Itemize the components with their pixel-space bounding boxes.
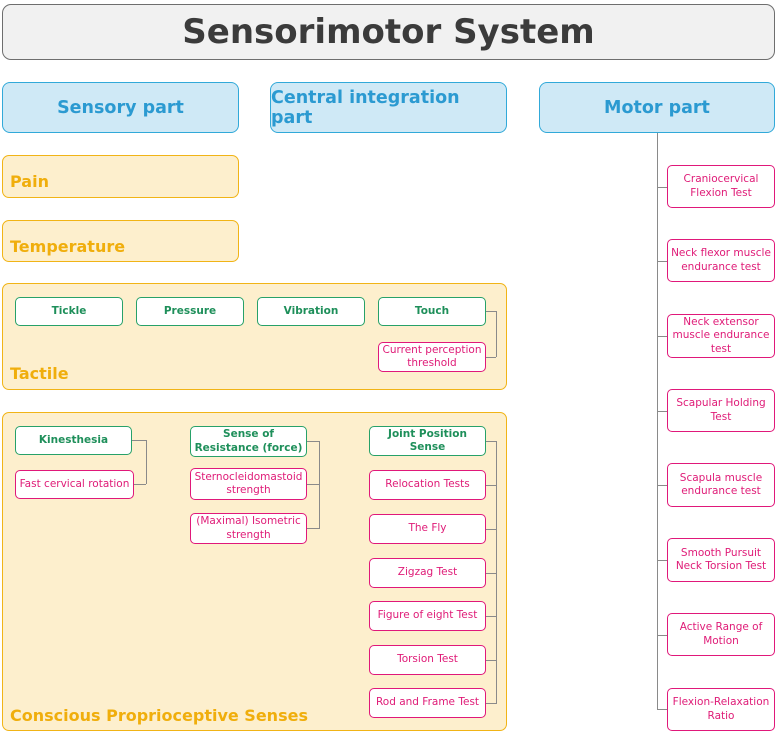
connector xyxy=(486,357,496,358)
category-pain: Pain xyxy=(2,155,239,198)
connector xyxy=(657,187,667,188)
connector xyxy=(486,441,496,442)
sense-joint-position: Joint Position Sense xyxy=(369,426,486,456)
connector xyxy=(657,485,667,486)
connector xyxy=(496,311,497,357)
connector xyxy=(307,441,319,442)
test-the-fly: The Fly xyxy=(369,514,486,544)
motor-tree-trunk xyxy=(657,133,658,710)
test-torsion: Torsion Test xyxy=(369,645,486,675)
motor-test-smooth-pursuit-neck-torsion: Smooth Pursuit Neck Torsion Test xyxy=(667,538,775,582)
header-central-integration-part: Central integration part xyxy=(270,82,507,133)
test-maximal-isometric-strength: (Maximal) Isometric strength xyxy=(190,513,307,544)
category-temperature: Temperature xyxy=(2,220,239,262)
connector xyxy=(146,440,147,484)
motor-test-neck-extensor-endurance: Neck extensor muscle endurance test xyxy=(667,314,775,358)
connector xyxy=(657,635,667,636)
test-relocation: Relocation Tests xyxy=(369,470,486,500)
connector xyxy=(132,440,146,441)
test-fast-cervical-rotation: Fast cervical rotation xyxy=(15,470,134,499)
connector xyxy=(657,336,667,337)
connector xyxy=(486,573,496,574)
connector xyxy=(657,560,667,561)
sense-touch: Touch xyxy=(378,297,486,326)
header-motor-part: Motor part xyxy=(539,82,775,133)
connector xyxy=(486,703,496,704)
sense-tickle: Tickle xyxy=(15,297,123,326)
category-pain-label: Pain xyxy=(10,172,49,191)
category-tactile-label: Tactile xyxy=(10,364,69,383)
connector xyxy=(657,261,667,262)
diagram-title: Sensorimotor System xyxy=(2,4,775,60)
sense-of-resistance: Sense of Resistance (force) xyxy=(190,426,307,457)
test-figure-of-eight: Figure of eight Test xyxy=(369,601,486,631)
header-sensory-part: Sensory part xyxy=(2,82,239,133)
motor-test-scapula-muscle-endurance: Scapula muscle endurance test xyxy=(667,463,775,507)
category-proprioceptive-label: Conscious Proprioceptive Senses xyxy=(10,706,308,725)
motor-test-neck-flexor-endurance: Neck flexor muscle endurance test xyxy=(667,239,775,282)
connector xyxy=(496,441,497,704)
connector xyxy=(657,709,667,710)
test-current-perception-threshold: Current perception threshold xyxy=(378,342,486,372)
sense-kinesthesia: Kinesthesia xyxy=(15,426,132,455)
connector xyxy=(486,485,496,486)
motor-test-flexion-relaxation-ratio: Flexion-Relaxation Ratio xyxy=(667,688,775,731)
motor-test-active-range-of-motion: Active Range of Motion xyxy=(667,613,775,656)
motor-test-scapular-holding: Scapular Holding Test xyxy=(667,389,775,432)
test-zigzag: Zigzag Test xyxy=(369,558,486,588)
connector xyxy=(319,441,320,529)
connector xyxy=(307,528,319,529)
category-temperature-label: Temperature xyxy=(10,237,126,256)
test-sternocleidomastoid-strength: Sternocleidomastoid strength xyxy=(190,468,307,500)
connector xyxy=(307,484,319,485)
motor-test-craniocervical-flexion: Craniocervical Flexion Test xyxy=(667,165,775,208)
connector xyxy=(657,411,667,412)
test-rod-and-frame: Rod and Frame Test xyxy=(369,688,486,718)
connector xyxy=(486,660,496,661)
connector xyxy=(486,616,496,617)
connector xyxy=(134,484,146,485)
sense-vibration: Vibration xyxy=(257,297,365,326)
connector xyxy=(486,311,496,312)
sense-pressure: Pressure xyxy=(136,297,244,326)
connector xyxy=(486,529,496,530)
